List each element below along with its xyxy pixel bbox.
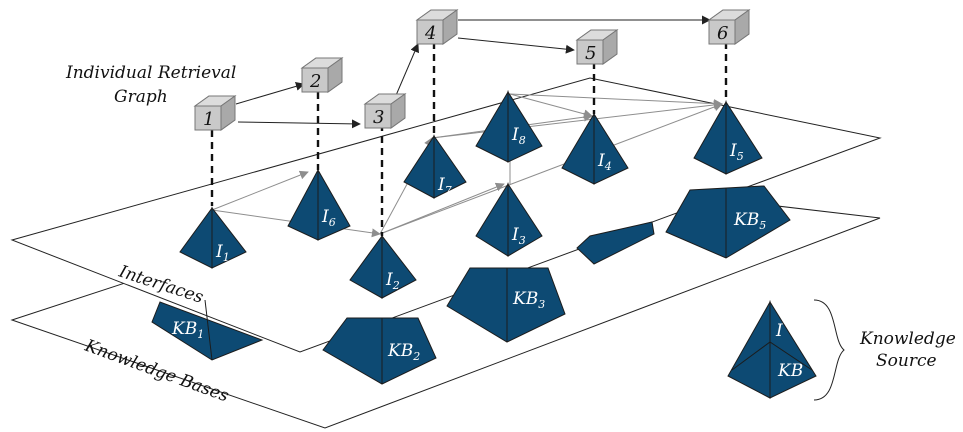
- interface-pyramid-2: I2: [349, 234, 417, 299]
- interface-pyramid-4: I4: [561, 112, 629, 185]
- retrieval-node-4: 4: [415, 9, 459, 45]
- retrieval-node-label-5: 5: [585, 43, 596, 64]
- interface-label-2: I2: [385, 270, 400, 292]
- interface-pyramid-1: I1: [179, 206, 247, 269]
- link-i1-i6: [211, 170, 309, 211]
- kb-label-3: KB3: [512, 289, 545, 311]
- retrieval-node-5: 5: [575, 29, 619, 65]
- retrieval-node-2: 2: [300, 57, 344, 93]
- legend-knowledge-label: Knowledge: [859, 329, 956, 349]
- edge-1-2: [235, 81, 305, 105]
- retrieval-node-3: 3: [363, 93, 407, 129]
- interface-label-4: I4: [597, 151, 612, 173]
- link-i8-i4: [509, 93, 593, 119]
- kb-base-2: [322, 317, 437, 385]
- interface-pyramid-3: I3: [475, 182, 543, 257]
- retrieval-node-label-1: 1: [203, 109, 214, 130]
- retrieval-graph-edges: [235, 15, 711, 129]
- legend-kb-label: KB: [777, 361, 803, 381]
- interface-label-1: I1: [215, 242, 230, 264]
- interfaces-plane: [10, 77, 882, 353]
- legend-brace: [813, 299, 845, 401]
- kb-label-2: KB2: [387, 341, 420, 363]
- interface-label-7: I7: [437, 175, 452, 197]
- kb-label-5: KB5: [733, 210, 766, 232]
- retrieval-node-6: 6: [707, 9, 751, 45]
- edge-4-5: [457, 37, 575, 54]
- graph-title-line-1: Individual Retrieval: [65, 63, 236, 83]
- legend-source-label: Source: [876, 351, 937, 371]
- edge-3-4: [393, 43, 419, 101]
- kb-label-1: KB1: [171, 319, 204, 341]
- legend-interface-label: I: [775, 321, 783, 341]
- graph-title-line-2: Graph: [114, 87, 168, 107]
- interface-pyramid-5: I5: [693, 100, 763, 175]
- interface-pyramid-7: I7: [403, 134, 467, 199]
- kb-base-5: [665, 185, 791, 259]
- link-i8-i5: [509, 93, 723, 109]
- interface-label-8: I8: [511, 125, 526, 147]
- interface-label-3: I3: [511, 225, 526, 247]
- interface-pyramid-8: I8: [475, 90, 543, 163]
- retrieval-node-label-6: 6: [717, 23, 728, 44]
- retrieval-node-label-4: 4: [424, 23, 436, 44]
- kb-base-3: [446, 267, 566, 343]
- link-i2-i5: [379, 102, 723, 235]
- interface-label-5: I5: [729, 141, 744, 163]
- kb-base-4: [576, 221, 655, 265]
- retrieval-node-label-3: 3: [373, 107, 384, 128]
- interface-label-6: I6: [321, 207, 336, 229]
- edge-1-3: [237, 119, 361, 129]
- retrieval-node-label-2: 2: [309, 71, 321, 92]
- legend-knowledge-source: I KB Knowledge Source: [727, 299, 956, 401]
- node-interface-connectors: [210, 42, 728, 236]
- link-i7-i5: [431, 100, 723, 139]
- interface-pyramid-6: I6: [287, 168, 351, 241]
- retrieval-node-1: 1: [193, 95, 237, 131]
- kb-base-1: [151, 299, 264, 361]
- interface-links: [211, 93, 723, 238]
